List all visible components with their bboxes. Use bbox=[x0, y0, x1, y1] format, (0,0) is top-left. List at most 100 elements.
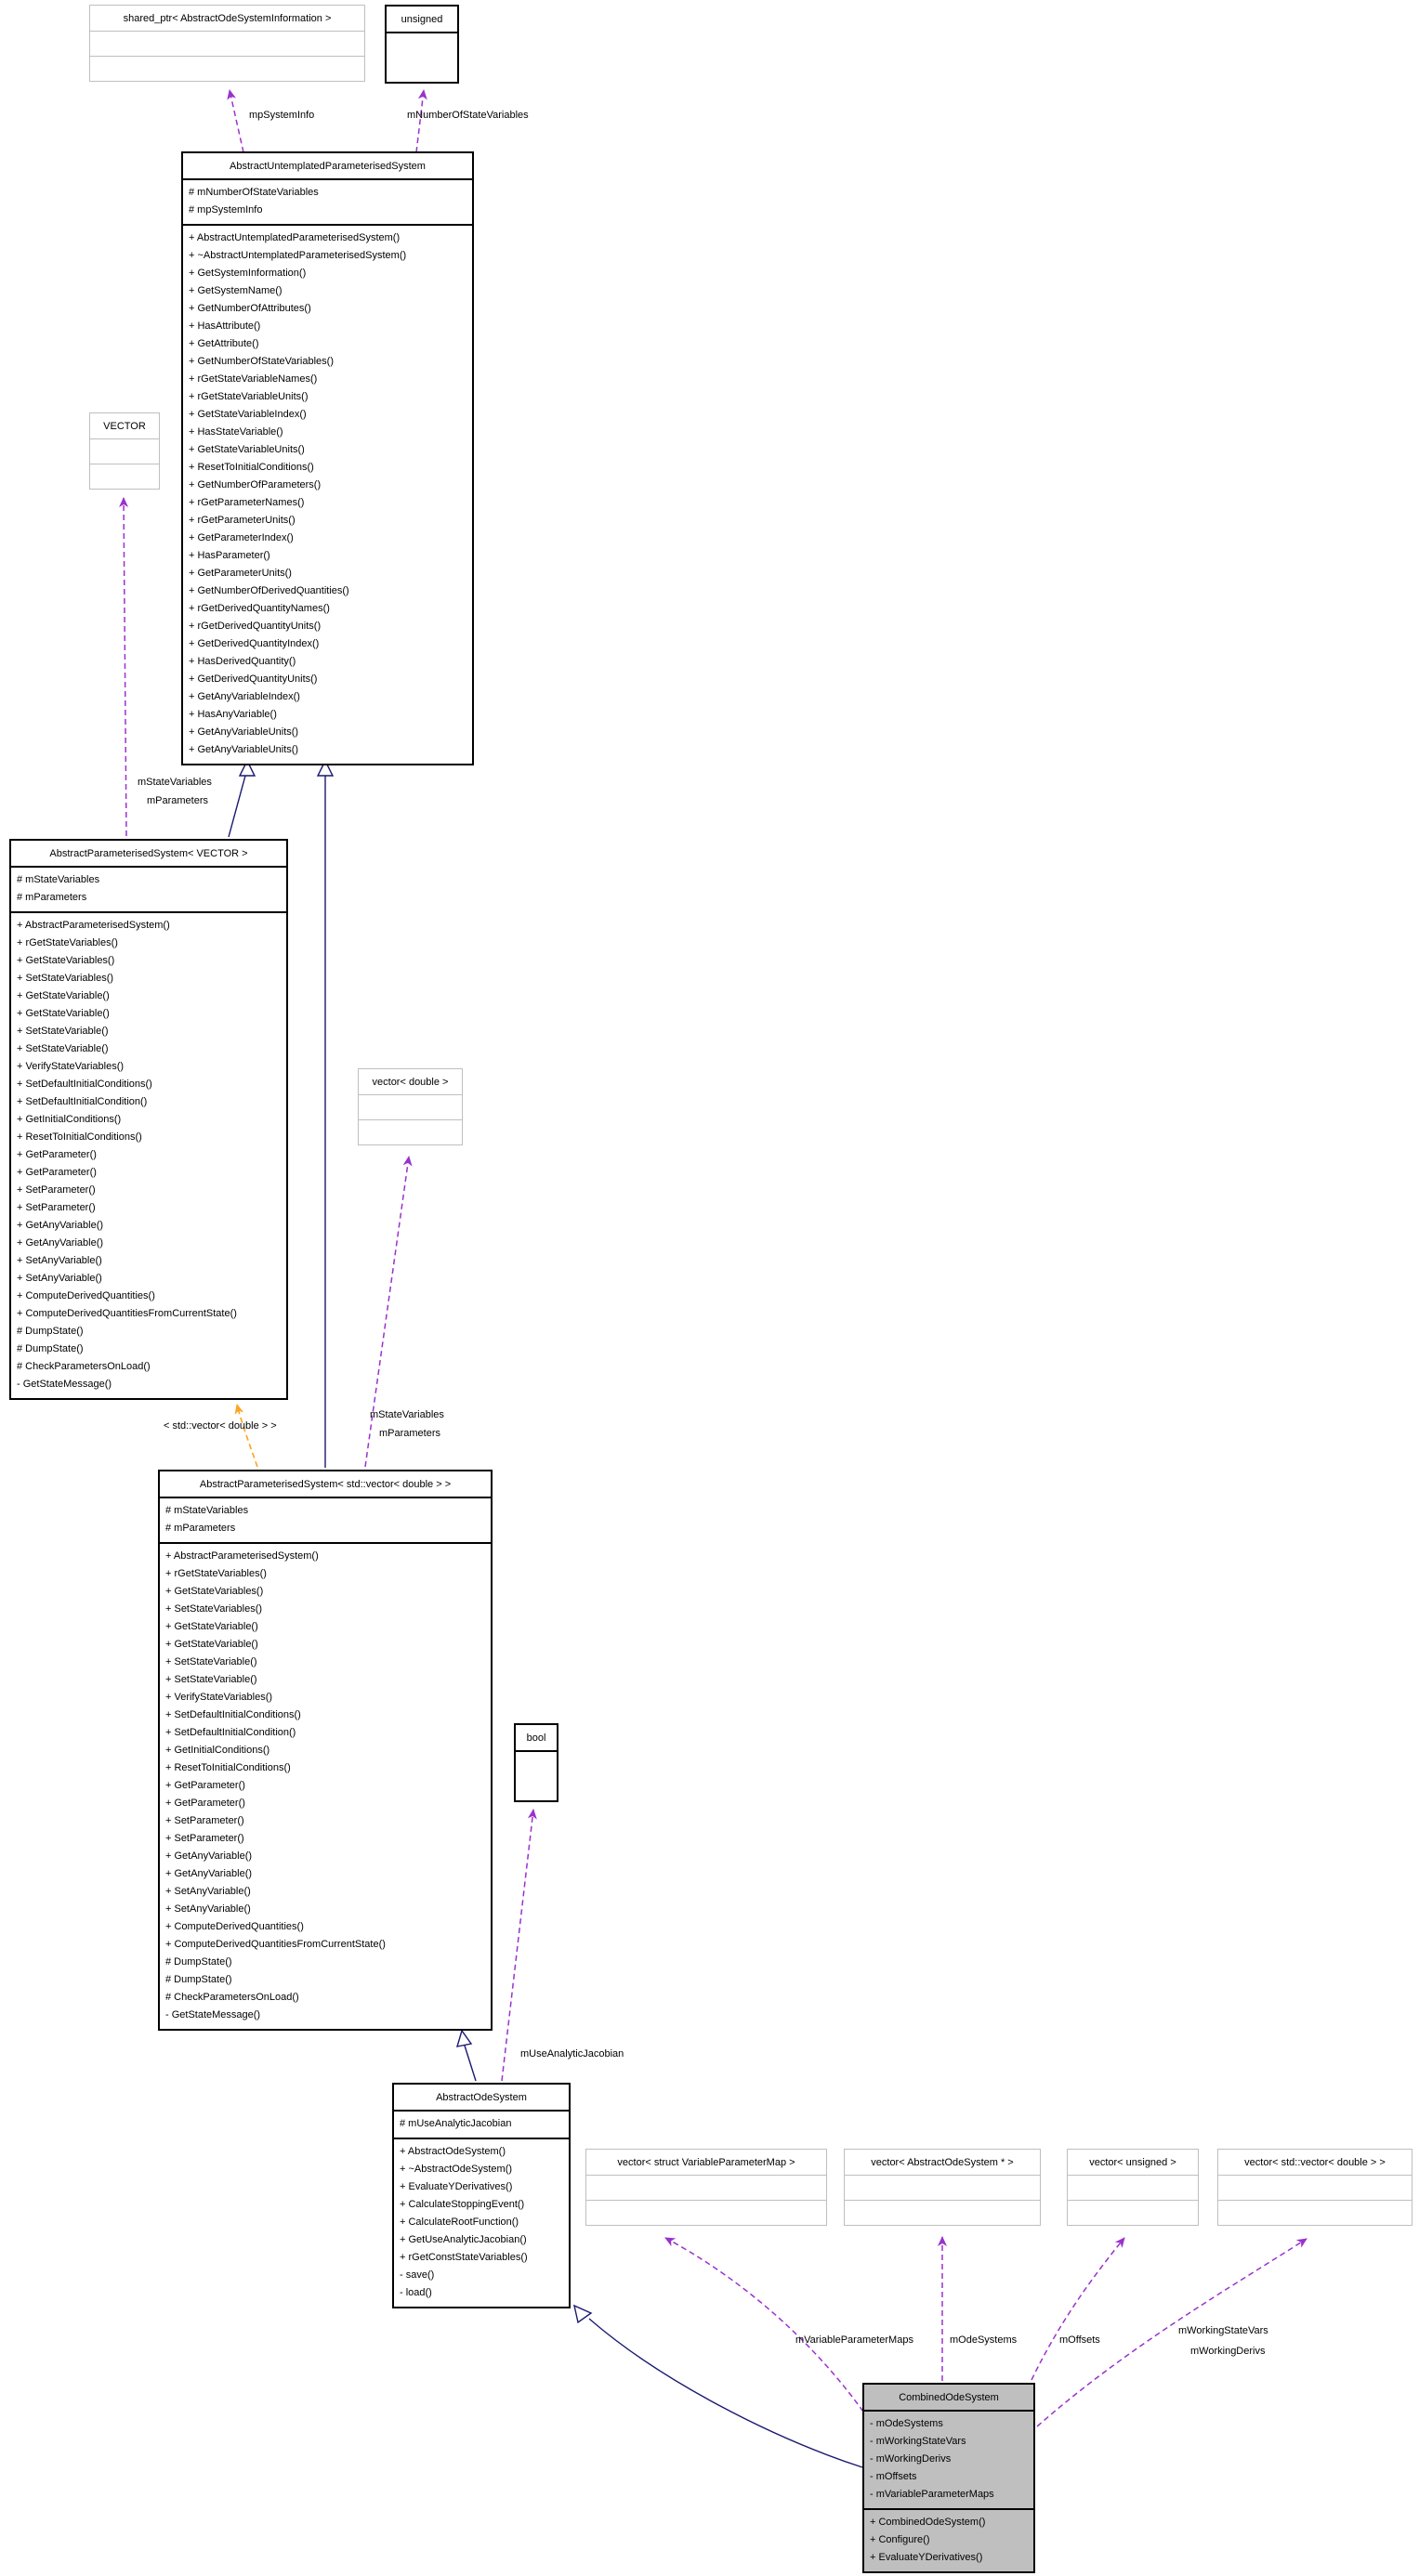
method: + HasAnyVariable() bbox=[189, 709, 277, 720]
node-title: vector< struct VariableParameterMap > bbox=[586, 2150, 826, 2176]
edge-label-m-parameters: mParameters bbox=[147, 795, 209, 806]
inheritance-triangle bbox=[573, 2304, 593, 2324]
method: + SetStateVariable() bbox=[17, 1043, 109, 1054]
method: + SetAnyVariable() bbox=[17, 1273, 102, 1284]
node-title[interactable]: AbstractOdeSystem bbox=[394, 2085, 569, 2112]
node-title: vector< std::vector< double > > bbox=[1218, 2150, 1412, 2176]
method: + GetDerivedQuantityIndex() bbox=[189, 638, 320, 649]
node-title[interactable]: AbstractUntemplatedParameterisedSystem bbox=[183, 153, 472, 180]
method: + ComputeDerivedQuantities() bbox=[17, 1290, 155, 1301]
method: + SetStateVariables() bbox=[165, 1603, 263, 1615]
method: - save() bbox=[400, 2269, 435, 2281]
method: + SetParameter() bbox=[165, 1833, 244, 1844]
attribute: - mVariableParameterMaps bbox=[870, 2489, 994, 2500]
edge-inherit-abstract-ode bbox=[464, 2045, 477, 2082]
method: + GetParameter() bbox=[17, 1167, 97, 1178]
method: + GetAnyVariable() bbox=[165, 1850, 253, 1862]
node-vector-std-vector-double: vector< std::vector< double > > bbox=[1217, 2149, 1412, 2226]
methods-compartment: + AbstractParameterisedSystem()+ rGetSta… bbox=[11, 911, 286, 1398]
method: + CalculateRootFunction() bbox=[400, 2216, 519, 2228]
method: + SetDefaultInitialConditions() bbox=[17, 1079, 152, 1090]
method: + GetInitialConditions() bbox=[17, 1114, 122, 1125]
attribute: # mpSystemInfo bbox=[189, 204, 263, 216]
edge-label-m-variable-parameter-maps: mVariableParameterMaps bbox=[795, 2334, 913, 2346]
method: # DumpState() bbox=[17, 1326, 84, 1337]
node-vector-abstract-ode-system-ptr: vector< AbstractOdeSystem * > bbox=[844, 2149, 1041, 2226]
method: - GetStateMessage() bbox=[17, 1379, 112, 1390]
empty-methods-compartment bbox=[90, 56, 364, 81]
node-abstract-parameterised-system-std-vector[interactable]: AbstractParameterisedSystem< std::vector… bbox=[158, 1470, 493, 2031]
method: + GetParameter() bbox=[17, 1149, 97, 1160]
attributes-compartment: # mStateVariables# mParameters bbox=[160, 1498, 491, 1542]
node-vector-unsigned: vector< unsigned > bbox=[1067, 2149, 1199, 2226]
node-title[interactable]: AbstractParameterisedSystem< std::vector… bbox=[160, 1471, 491, 1498]
method: + SetAnyVariable() bbox=[165, 1903, 251, 1915]
method: + ResetToInitialConditions() bbox=[189, 462, 314, 473]
node-abstract-untemplated-parameterised-system[interactable]: AbstractUntemplatedParameterisedSystem #… bbox=[181, 151, 474, 765]
attribute: - mWorkingStateVars bbox=[870, 2436, 966, 2447]
attribute: # mStateVariables bbox=[17, 874, 100, 885]
method: + GetStateVariable() bbox=[165, 1621, 258, 1632]
node-title: CombinedOdeSystem bbox=[864, 2385, 1033, 2412]
method: + GetNumberOfDerivedQuantities() bbox=[189, 585, 349, 596]
method: + GetParameter() bbox=[165, 1780, 245, 1791]
node-title: bool bbox=[516, 1725, 557, 1752]
node-abstract-ode-system[interactable]: AbstractOdeSystem # mUseAnalyticJacobian… bbox=[392, 2083, 571, 2308]
edge-label-m-ode-systems: mOdeSystems bbox=[950, 2334, 1018, 2346]
node-vector-template-param: VECTOR bbox=[89, 412, 160, 490]
method: + GetNumberOfAttributes() bbox=[189, 303, 311, 314]
method: + SetStateVariables() bbox=[17, 973, 114, 984]
method: + EvaluateYDerivatives() bbox=[400, 2181, 513, 2192]
node-title: unsigned bbox=[387, 7, 457, 33]
node-title: vector< AbstractOdeSystem * > bbox=[845, 2150, 1040, 2176]
edge-m-use-analytic-jacobian bbox=[501, 1809, 537, 2082]
method: + rGetStateVariables() bbox=[165, 1568, 267, 1579]
method: + GetStateVariableIndex() bbox=[189, 409, 307, 420]
attribute: - mOffsets bbox=[870, 2471, 917, 2482]
method: + rGetStateVariableNames() bbox=[189, 373, 318, 385]
empty-methods-compartment bbox=[387, 58, 457, 82]
method: + ResetToInitialConditions() bbox=[17, 1131, 142, 1143]
method: + GetStateVariable() bbox=[17, 1008, 110, 1019]
method: + SetDefaultInitialConditions() bbox=[165, 1709, 301, 1720]
node-shared-ptr-info: shared_ptr< AbstractOdeSystemInformation… bbox=[89, 5, 365, 82]
edge-mp-system-info bbox=[227, 89, 244, 153]
method: + GetAnyVariableUnits() bbox=[189, 744, 299, 755]
inheritance-triangle bbox=[456, 2029, 473, 2047]
method: + ~AbstractUntemplatedParameterisedSyste… bbox=[189, 250, 407, 261]
method: + VerifyStateVariables() bbox=[17, 1061, 125, 1072]
method: + SetStateVariable() bbox=[165, 1656, 257, 1667]
node-title[interactable]: AbstractParameterisedSystem< VECTOR > bbox=[11, 841, 286, 868]
method: + rGetStateVariableUnits() bbox=[189, 391, 309, 402]
method: + HasStateVariable() bbox=[189, 426, 283, 438]
method: + GetInitialConditions() bbox=[165, 1745, 270, 1756]
edge-label-m-use-analytic-jacobian: mUseAnalyticJacobian bbox=[520, 2048, 624, 2059]
method: + GetAnyVariableIndex() bbox=[189, 691, 300, 702]
edge-m-offsets bbox=[1031, 2237, 1125, 2381]
method: + ComputeDerivedQuantitiesFromCurrentSta… bbox=[165, 1939, 386, 1950]
attributes-compartment: # mNumberOfStateVariables# mpSystemInfo bbox=[183, 180, 472, 224]
empty-attributes-compartment bbox=[586, 2176, 826, 2200]
attributes-compartment: - mOdeSystems- mWorkingStateVars- mWorki… bbox=[864, 2412, 1033, 2508]
node-combined-ode-system: CombinedOdeSystem - mOdeSystems- mWorkin… bbox=[862, 2383, 1035, 2573]
node-title: shared_ptr< AbstractOdeSystemInformation… bbox=[90, 6, 364, 32]
method: + ComputeDerivedQuantitiesFromCurrentSta… bbox=[17, 1308, 237, 1319]
node-abstract-parameterised-system-vector[interactable]: AbstractParameterisedSystem< VECTOR > # … bbox=[9, 839, 288, 1400]
attributes-compartment: # mStateVariables# mParameters bbox=[11, 868, 286, 911]
method: + GetStateVariables() bbox=[17, 955, 115, 966]
methods-compartment: + AbstractOdeSystem()+ ~AbstractOdeSyste… bbox=[394, 2138, 569, 2307]
edge-label-m-parameters: mParameters bbox=[379, 1428, 441, 1439]
empty-attributes-compartment bbox=[1218, 2176, 1412, 2200]
edge-label-m-state-variables: mStateVariables bbox=[370, 1409, 444, 1420]
method: + GetDerivedQuantityUnits() bbox=[189, 673, 318, 685]
edge-label-m-working-state-vars: mWorkingStateVars bbox=[1178, 2325, 1268, 2336]
empty-attributes-compartment bbox=[516, 1752, 557, 1776]
empty-methods-compartment bbox=[1068, 2200, 1198, 2225]
attribute: # mParameters bbox=[165, 1523, 236, 1534]
method: + GetNumberOfStateVariables() bbox=[189, 356, 334, 367]
node-title: VECTOR bbox=[90, 413, 159, 439]
method: # CheckParametersOnLoad() bbox=[165, 1992, 299, 2003]
node-bool: bool bbox=[514, 1723, 558, 1802]
edge-m-state-variables-vector bbox=[119, 497, 129, 837]
